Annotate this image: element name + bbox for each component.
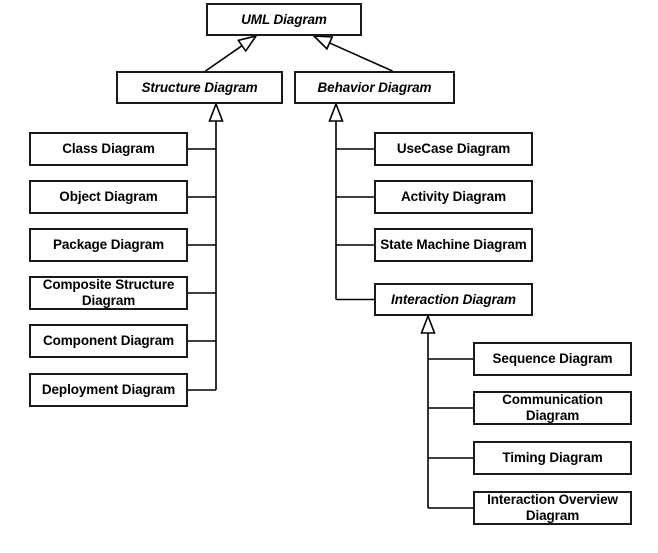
node-behavior-diagram[interactable]: Behavior Diagram bbox=[294, 71, 455, 104]
node-interaction-child[interactable]: Sequence Diagram bbox=[473, 342, 632, 376]
node-label: Interaction Diagram bbox=[391, 291, 516, 307]
node-label: Deployment Diagram bbox=[41, 382, 176, 398]
node-interaction-child[interactable]: Interaction Overview Diagram bbox=[473, 491, 632, 525]
node-label: Structure Diagram bbox=[141, 79, 258, 95]
node-label: Package Diagram bbox=[52, 237, 165, 253]
node-structure-diagram[interactable]: Structure Diagram bbox=[116, 71, 283, 104]
node-behavior-child[interactable]: UseCase Diagram bbox=[374, 132, 533, 166]
structure-children-arrow bbox=[208, 101, 224, 122]
node-structure-child[interactable]: Class Diagram bbox=[29, 132, 188, 166]
node-label: Object Diagram bbox=[59, 189, 158, 205]
generalization-arrow-structure bbox=[237, 34, 258, 53]
edge-uml-to-behavior bbox=[329, 42, 393, 72]
node-behavior-child[interactable]: Activity Diagram bbox=[374, 180, 533, 214]
node-label: Component Diagram bbox=[42, 333, 175, 349]
edge-uml-to-structure bbox=[205, 45, 243, 72]
node-uml-diagram[interactable]: UML Diagram bbox=[206, 3, 362, 36]
node-behavior-child[interactable]: State Machine Diagram bbox=[374, 228, 533, 262]
behavior-children-arrow bbox=[328, 101, 344, 122]
interaction-children-arrow bbox=[420, 313, 436, 334]
node-label: Timing Diagram bbox=[502, 450, 603, 466]
node-interaction-child[interactable]: Timing Diagram bbox=[473, 441, 632, 475]
node-label: Composite Structure Diagram bbox=[42, 277, 175, 308]
node-label: Interaction Overview Diagram bbox=[487, 492, 618, 523]
node-structure-child[interactable]: Component Diagram bbox=[29, 324, 188, 358]
node-structure-child[interactable]: Object Diagram bbox=[29, 180, 188, 214]
node-label: Communication Diagram bbox=[502, 392, 603, 423]
node-structure-child[interactable]: Deployment Diagram bbox=[29, 373, 188, 407]
node-label: UseCase Diagram bbox=[396, 141, 511, 157]
node-structure-child[interactable]: Composite Structure Diagram bbox=[29, 276, 188, 310]
node-label: Activity Diagram bbox=[401, 189, 506, 205]
node-structure-child[interactable]: Package Diagram bbox=[29, 228, 188, 262]
node-label: Sequence Diagram bbox=[492, 351, 613, 367]
node-label: UML Diagram bbox=[241, 11, 327, 27]
node-interaction-diagram[interactable]: Interaction Diagram bbox=[374, 283, 533, 316]
node-label: State Machine Diagram bbox=[380, 237, 527, 253]
node-interaction-child[interactable]: Communication Diagram bbox=[473, 391, 632, 425]
node-label: Behavior Diagram bbox=[317, 79, 432, 95]
generalization-arrow-behavior bbox=[311, 35, 334, 51]
node-label: Class Diagram bbox=[62, 141, 155, 157]
